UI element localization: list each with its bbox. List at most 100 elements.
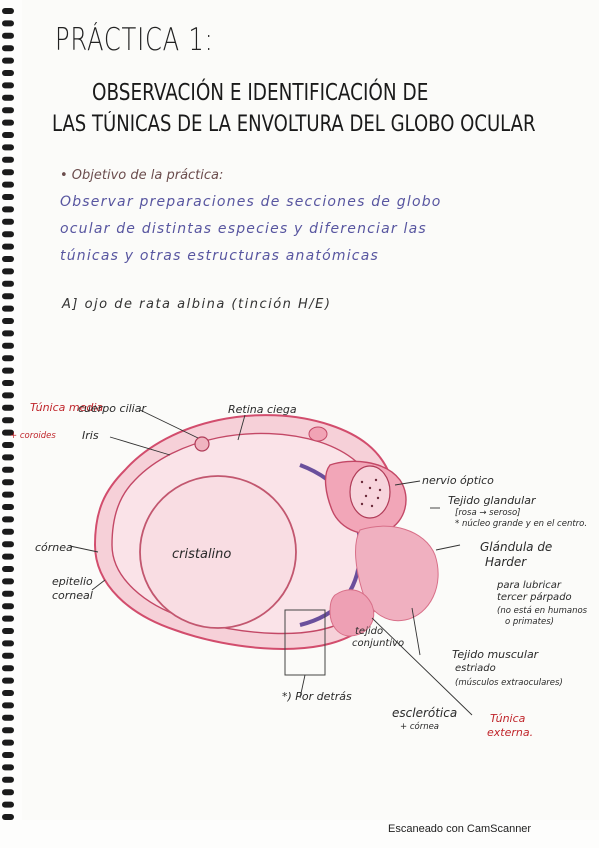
label-tunica-externa-1: Túnica [490,712,526,725]
spiral-ring [2,318,14,324]
spiral-ring [2,355,14,362]
spiral-ring [2,417,14,424]
spiral-ring [2,789,14,796]
spiral-ring [2,466,14,473]
spiral-ring [2,243,14,250]
spiral-ring [2,454,14,461]
label-iris: Iris [82,429,99,442]
label-lubricar-4: o primates) [505,617,554,627]
label-cornea: córnea [35,541,73,554]
spiral-ring [2,70,14,76]
spiral-ring [2,690,14,696]
label-tejido-glandular: Tejido glandular [448,494,536,507]
spiral-ring [2,293,14,300]
spiral-ring [2,45,14,52]
spiral-ring [2,268,14,275]
spiral-ring [2,194,14,200]
spiral-ring [2,404,14,411]
label-cristalino: cristalino [172,547,232,562]
objective-line-1: Observar preparaciones de secciones de g… [60,194,442,210]
section-a-heading: A] ojo de rata albina (tinción H/E) [62,297,332,312]
label-esclerotica: esclerótica [392,706,458,720]
spiral-ring [2,590,14,597]
label-lubricar-1: para lubricar [497,580,561,591]
spiral-ring [2,82,14,89]
spiral-ring [2,132,14,138]
spiral-ring [2,553,14,560]
label-nucleo-note: * núcleo grande y en el centro. [455,519,588,529]
label-retina-ciega: Retina ciega [228,403,297,416]
label-epitelio: epitelio [52,575,93,588]
label-lubricar-3: (no está en humanos [497,606,588,616]
spiral-ring [2,8,14,14]
label-musculos-extraoculares: (músculos extraoculares) [455,678,563,688]
spiral-ring [2,231,14,238]
label-tejido: tejido [355,626,384,637]
spiral-ring [2,32,14,39]
spiral-ring [2,628,14,634]
spiral-ring [2,429,14,436]
extraocular-muscle [329,589,375,637]
spiral-ring [2,578,14,585]
label-por-detras: *) Por detrás [282,690,352,703]
spiral-ring [2,392,14,399]
spiral-ring [2,57,14,64]
spiral-ring [2,330,14,337]
spiral-ring [2,714,14,721]
ciliary-body [194,436,210,452]
spiral-ring [2,144,14,151]
spiral-ring [2,442,14,448]
spiral-ring [2,603,14,610]
harder-gland [355,525,439,622]
label-glandula: Glándula de [480,540,553,554]
spiral-ring [2,727,14,734]
label-tejido-muscular: Tejido muscular [452,648,539,661]
spiral-ring [2,305,14,312]
spiral-ring [2,739,14,746]
lens-cristalino [139,475,297,629]
scanner-watermark: Escaneado con CamScanner [388,823,532,835]
spiral-ring [2,752,14,758]
spiral-ring [2,206,14,213]
spiral-ring [2,640,14,647]
eye-diagram [69,409,473,716]
label-lubricar-2: tercer párpado [497,592,572,603]
spiral-ring [2,677,14,684]
spiral-ring [2,256,14,262]
spiral-ring [2,801,14,808]
spiral-ring [2,665,14,672]
paper-sheet [22,0,599,820]
label-conjuntivo: conjuntivo [352,638,405,649]
label-cornea-plus: + córnea [400,722,440,732]
spiral-ring [2,652,14,659]
spiral-ring [2,479,14,486]
spiral-ring [2,504,14,510]
spiral-ring [2,119,14,126]
spiral-ring [2,615,14,622]
spiral-ring [2,169,14,176]
spiral-ring [2,181,14,188]
spiral-ring [2,764,14,771]
subtitle-line-2: LAS TÚNICAS DE LA ENVOLTURA DEL GLOBO OC… [52,112,536,137]
spiral-ring [2,776,14,783]
label-tunica-externa-2: externa. [487,726,534,739]
spiral-ring [2,528,14,535]
spiral-ring [2,566,14,572]
retina-fragment [308,426,328,442]
spiral-ring [2,280,14,287]
spiral-binding [2,8,14,820]
subtitle-line-1: OBSERVACIÓN E IDENTIFICACIÓN DE [92,80,429,106]
label-coroides: + coroides [10,431,56,441]
spiral-ring [2,814,14,820]
nerve-dots [360,478,382,508]
spiral-ring [2,516,14,523]
spiral-ring [2,94,14,101]
label-tunica-media: Túnica media [30,401,104,414]
optic-nerve [349,465,391,519]
spiral-ring [2,367,14,374]
label-rosa-seroso: [rosa → seroso] [455,508,521,518]
leader-lines [69,409,473,716]
label-nervio-optico: nervio óptico [422,474,494,487]
spiral-ring [2,218,14,225]
